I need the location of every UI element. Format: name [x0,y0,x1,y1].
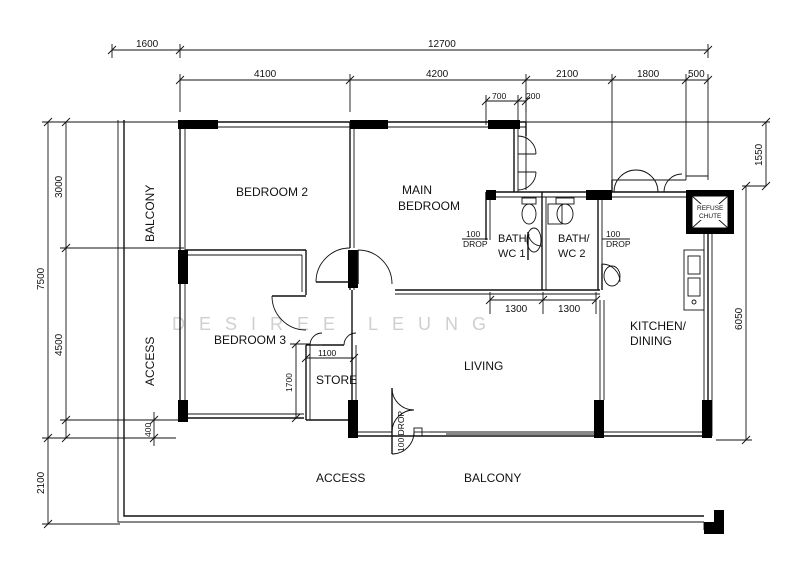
drop-labels: 100 DROP 100 DROP 100 DROP [396,229,631,452]
room-label-refuse-chute: CHUTE [699,213,722,220]
walls [179,121,713,438]
dimension-label: 200 [526,91,540,101]
dimension-label: 4200 [426,69,449,80]
kitchen-sink-icon [683,249,705,311]
room-label-bath-wc-2: BATH/ [558,233,591,245]
drop-label: 100 [606,229,620,239]
dimension-label: 1100 [318,348,337,358]
area-label-balcony-left: BALCONY [143,185,157,242]
doors [271,135,683,455]
dimension-label: 1300 [505,304,528,315]
room-label-main-bedroom: MAIN [402,183,432,197]
drop-label: DROP [606,239,631,249]
dimension-label: 2100 [36,471,47,494]
area-label-balcony-bottom: BALCONY [464,471,521,485]
room-label-living: LIVING [464,359,503,373]
room-label-kitchen: DINING [630,334,672,348]
dimension-label: 500 [688,69,705,80]
area-label-access-bottom: ACCESS [316,471,365,485]
room-label-kitchen: KITCHEN/ [630,319,687,333]
drop-label: 100 DROP [396,411,406,452]
dimension-label: 4100 [254,69,277,80]
dimension-label: 1600 [136,39,159,50]
drop-label: DROP [463,239,488,249]
room-label-bath-wc-1: BATH/ [498,233,531,245]
basin-icon [603,265,621,287]
dimension-label: 1300 [558,304,581,315]
room-label-bedroom-2: BEDROOM 2 [236,185,308,199]
dimension-label: 700 [492,91,506,101]
room-label-store: STORE [316,373,357,387]
basin-icon [526,227,542,253]
room-label-bath-wc-2: WC 2 [558,248,586,260]
dimension-label: 2100 [556,69,579,80]
toilet-icon [521,197,537,225]
watermark-text: DESIREE LEUNG [172,314,500,334]
dimension-lines [42,44,771,529]
area-label-access-left: ACCESS [143,337,157,386]
room-labels: BEDROOM 2 MAIN BEDROOM BEDROOM 3 STORE L… [143,183,724,485]
room-label-main-bedroom: BEDROOM [398,199,460,213]
dimension-label: 1800 [637,69,660,80]
dimension-label: 12700 [428,39,456,50]
dimension-label: 3000 [54,175,65,198]
room-label-refuse-chute: REFUSE [697,205,724,212]
refuse-chute-icon [686,190,734,234]
dimension-label: 400 [143,423,153,437]
columns [178,120,712,438]
dimension-label: 1700 [284,373,294,392]
dimension-label: 1550 [754,143,765,166]
dimension-label: 6050 [734,307,745,330]
drop-label: 100 [466,229,480,239]
room-label-bath-wc-1: WC 1 [498,248,526,260]
dimension-label: 4500 [54,333,65,356]
dimension-label: 7500 [36,267,47,290]
room-label-bedroom-3: BEDROOM 3 [214,333,286,347]
fixtures [521,175,734,311]
dimension-labels: 1600 12700 4100 4200 2100 1800 500 700 2… [36,39,765,494]
toilet-icon [547,197,575,225]
balcony-outline [117,120,724,534]
